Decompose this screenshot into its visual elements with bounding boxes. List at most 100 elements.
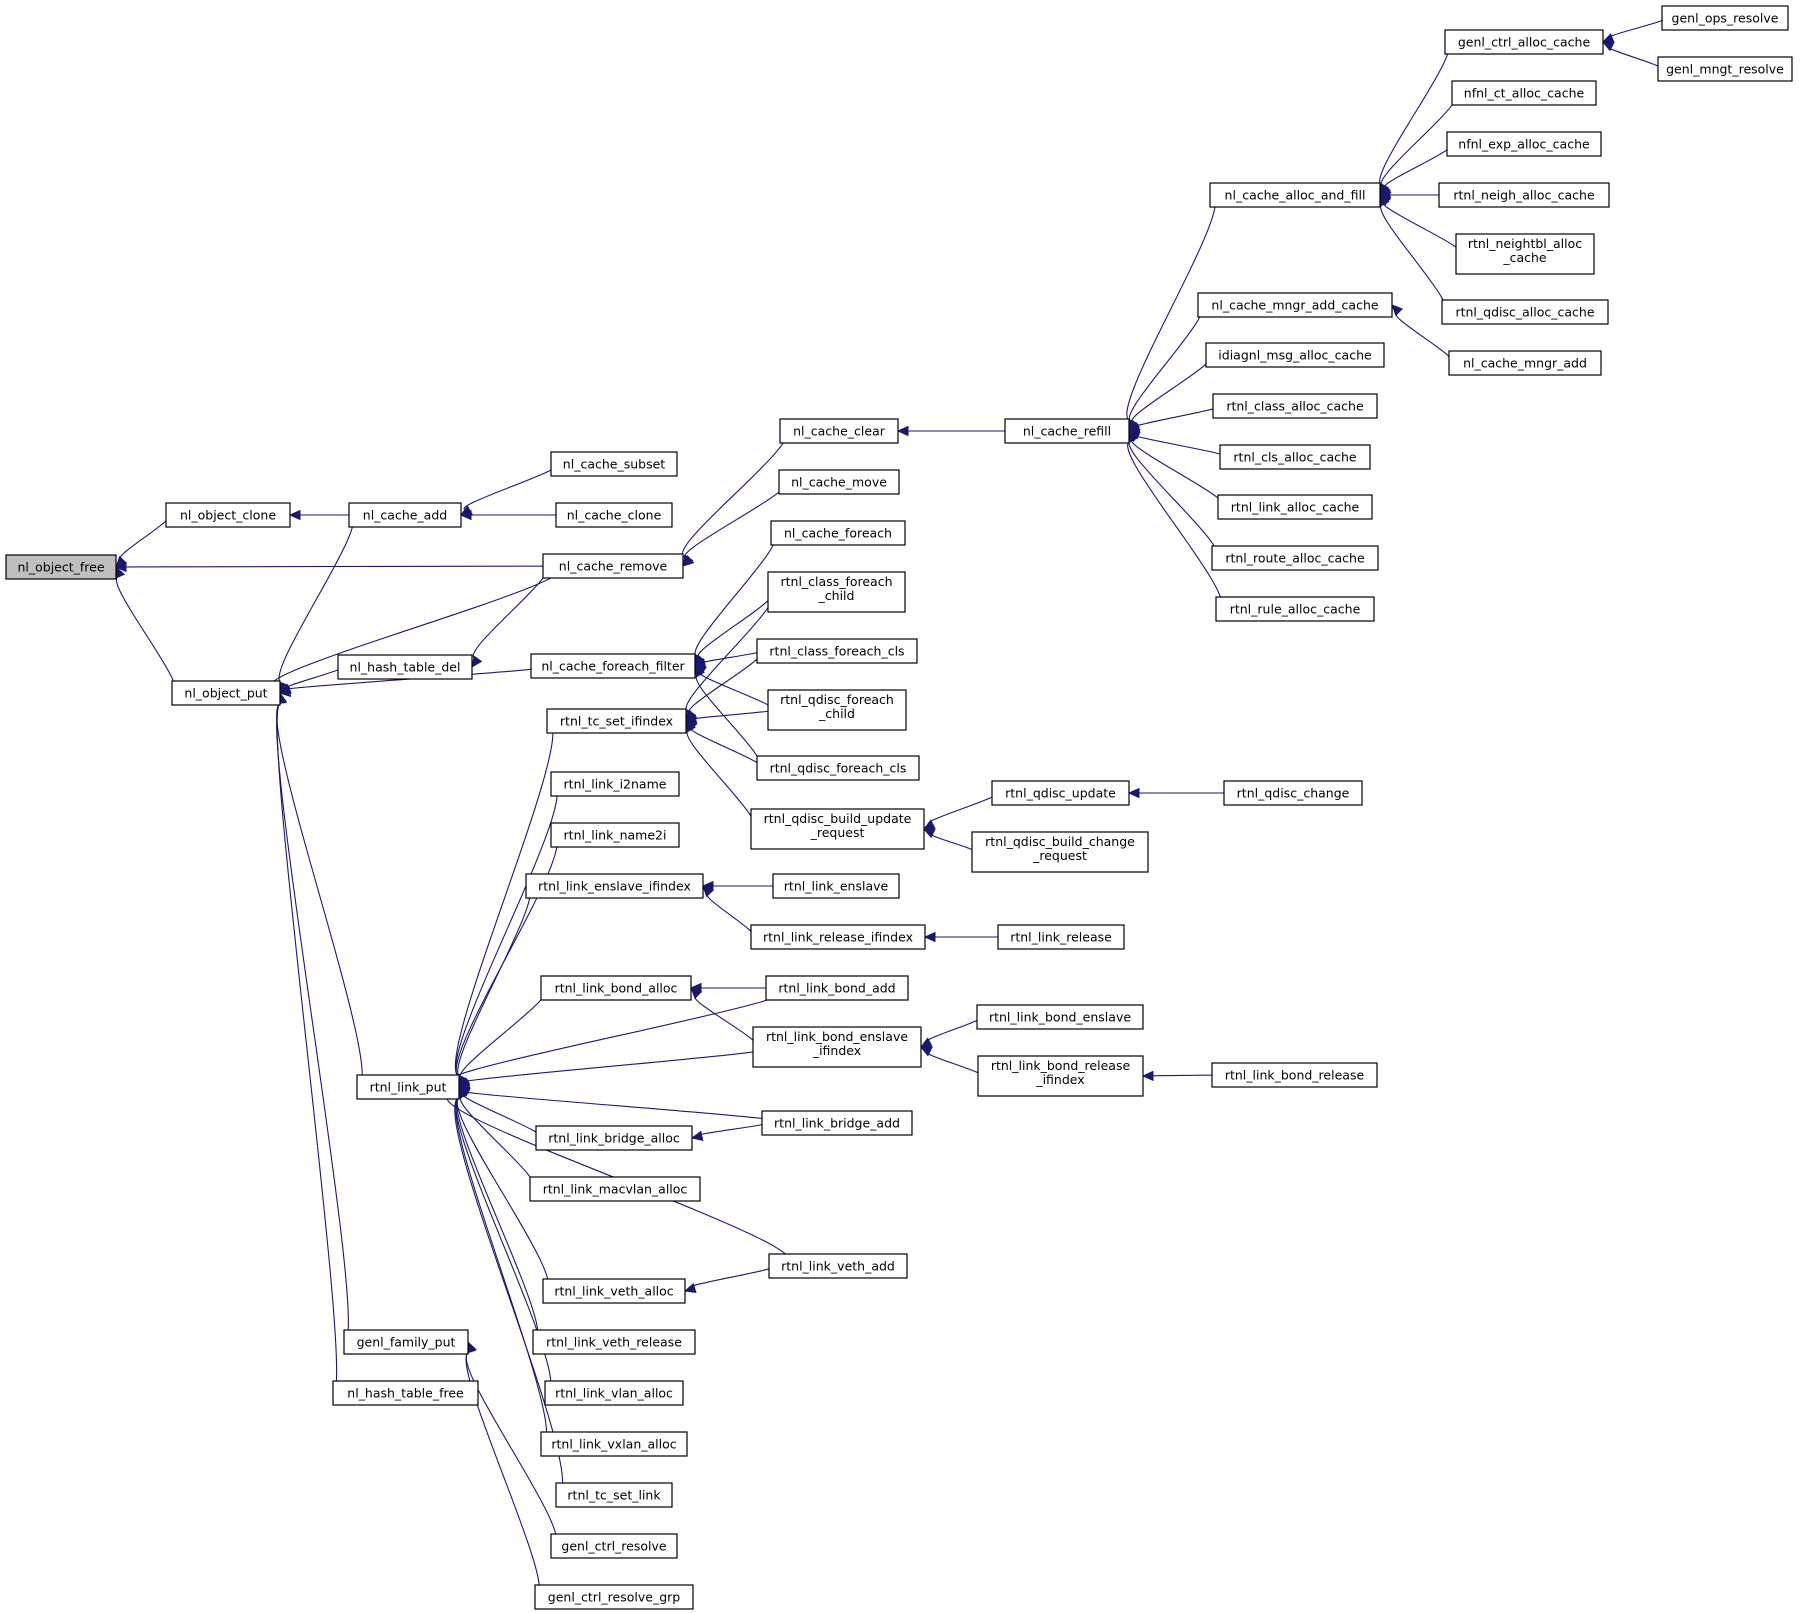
- node-rtnl-rule-alloc-cache[interactable]: rtnl_rule_alloc_cache: [1215, 596, 1375, 622]
- node-rtnl-class-alloc-cache[interactable]: rtnl_class_alloc_cache: [1212, 393, 1378, 419]
- node-label: rtnl_link_release_ifindex: [763, 930, 913, 945]
- node-rtnl-route-alloc-cache[interactable]: rtnl_route_alloc_cache: [1211, 545, 1379, 571]
- node-rtnl-tc-set-link[interactable]: rtnl_tc_set_link: [555, 1482, 673, 1508]
- node-rtnl-class-foreach-cls[interactable]: rtnl_class_foreach_cls: [756, 638, 918, 664]
- node-nl-cache-remove[interactable]: nl_cache_remove: [542, 553, 684, 579]
- edge-arrowhead: [919, 1046, 933, 1057]
- node-nl-cache-add[interactable]: nl_cache_add: [348, 502, 462, 528]
- node-rtnl-link-bridge-add[interactable]: rtnl_link_bridge_add: [761, 1110, 913, 1136]
- node-genl-ctrl-alloc-cache[interactable]: genl_ctrl_alloc_cache: [1444, 29, 1604, 55]
- node-rtnl-link-bond-alloc[interactable]: rtnl_link_bond_alloc: [540, 975, 692, 1001]
- node-rtnl-link-bridge-alloc[interactable]: rtnl_link_bridge_alloc: [535, 1125, 693, 1151]
- node-genl-ops-resolve[interactable]: genl_ops_resolve: [1661, 5, 1789, 31]
- node-rtnl-link-veth-alloc[interactable]: rtnl_link_veth_alloc: [542, 1278, 686, 1304]
- node-genl-ctrl-resolve-grp[interactable]: genl_ctrl_resolve_grp: [534, 1584, 694, 1610]
- node-label: rtnl_tc_set_ifindex: [560, 714, 673, 729]
- edge-rtnl_link_veth_add-to-rtnl_link_veth_alloc: [683, 1265, 775, 1294]
- node-rtnl-qdisc-foreach-child[interactable]: rtnl_qdisc_foreach_child: [767, 689, 907, 731]
- node-nl-object-put[interactable]: nl_object_put: [171, 680, 281, 706]
- node-nl-hash-table-del[interactable]: nl_hash_table_del: [337, 654, 473, 680]
- edge-rtnl_qdisc_build_change_request-to-rtnl_qdisc_build_update_request: [922, 828, 976, 853]
- node-layer: nl_object_free nl_object_clone nl_object_p…: [5, 5, 1793, 1610]
- node-rtnl-cls-alloc-cache[interactable]: rtnl_cls_alloc_cache: [1219, 444, 1371, 470]
- node-rtnl-link-put[interactable]: rtnl_link_put: [356, 1074, 460, 1100]
- node-label: genl_ctrl_alloc_cache: [1458, 35, 1591, 50]
- edge-genl_ctrl_alloc_cache-to-nl_cache_alloc_and_fill: [1379, 41, 1450, 197]
- node-rtnl-link-alloc-cache[interactable]: rtnl_link_alloc_cache: [1217, 494, 1373, 520]
- node-rtnl-class-foreach-child[interactable]: rtnl_class_foreach_child: [767, 571, 906, 613]
- node-nfnl-ct-alloc-cache[interactable]: nfnl_ct_alloc_cache: [1451, 80, 1597, 106]
- node-label: nl_cache_mngr_add: [1463, 356, 1587, 371]
- node-idiagnl-msg-alloc-cache[interactable]: idiagnl_msg_alloc_cache: [1205, 342, 1385, 368]
- edge-rtnl_link_veth_release-to-rtnl_link_put: [456, 1085, 539, 1343]
- edge-nl_hash_table_free-to-nl_object_put: [275, 691, 338, 1394]
- node-label: rtnl_link_bond_alloc: [555, 981, 678, 996]
- node-label: nl_cache_add: [363, 508, 447, 523]
- edge-genl_family_put-to-nl_object_put: [275, 691, 349, 1343]
- node-nl-object-free[interactable]: nl_object_free: [5, 554, 117, 580]
- edge-rtnl_link_bridge_add-to-rtnl_link_put: [448, 1083, 783, 1124]
- node-rtnl-qdisc-foreach-cls[interactable]: rtnl_qdisc_foreach_cls: [756, 755, 920, 781]
- edge-arrowhead: [459, 509, 472, 521]
- node-nl-cache-clone[interactable]: nl_cache_clone: [555, 502, 673, 528]
- node-rtnl-link-macvlan-alloc[interactable]: rtnl_link_macvlan_alloc: [529, 1176, 701, 1202]
- node-rtnl-link-veth-add[interactable]: rtnl_link_veth_add: [768, 1253, 908, 1279]
- node-rtnl-link-bond-enslave[interactable]: rtnl_link_bond_enslave: [976, 1004, 1144, 1030]
- node-rtnl-link-release[interactable]: rtnl_link_release: [997, 924, 1125, 950]
- edge-arrowhead: [690, 987, 703, 1000]
- node-rtnl-link-name2i[interactable]: rtnl_link_name2i: [550, 822, 680, 848]
- edge-arrowhead: [685, 719, 696, 733]
- node-label: rtnl_link_put: [370, 1080, 447, 1095]
- node-rtnl-qdisc-update[interactable]: rtnl_qdisc_update: [991, 780, 1130, 806]
- node-nl-cache-mngr-add-cache[interactable]: nl_cache_mngr_add_cache: [1197, 292, 1393, 318]
- edge-rtnl_link_enslave_ifindex-to-rtnl_link_put: [457, 885, 531, 1089]
- node-label: rtnl_tc_set_link: [567, 1488, 661, 1503]
- node-nl-object-clone[interactable]: nl_object_clone: [165, 502, 291, 528]
- node-genl-family-put[interactable]: genl_family_put: [343, 1329, 469, 1355]
- node-nl-cache-foreach[interactable]: nl_cache_foreach: [770, 520, 906, 546]
- edge-rtnl_qdisc_build_update_request-to-rtnl_tc_set_ifindex: [685, 719, 756, 830]
- node-label: rtnl_qdisc_build_update_request: [764, 811, 912, 840]
- node-nl-cache-subset[interactable]: nl_cache_subset: [550, 451, 678, 477]
- node-rtnl-link-bond-release-ifindex[interactable]: rtnl_link_bond_release_ifindex: [977, 1055, 1144, 1097]
- node-nl-cache-refill[interactable]: nl_cache_refill: [1004, 418, 1130, 444]
- node-rtnl-link-bond-release[interactable]: rtnl_link_bond_release: [1211, 1062, 1378, 1088]
- node-rtnl-neigh-alloc-cache[interactable]: rtnl_neigh_alloc_cache: [1438, 182, 1610, 208]
- node-rtnl-qdisc-change[interactable]: rtnl_qdisc_change: [1223, 780, 1363, 806]
- node-label: rtnl_neightbl_alloc_cache: [1468, 236, 1582, 265]
- node-rtnl-qdisc-build-update-request[interactable]: rtnl_qdisc_build_update_request: [750, 808, 925, 850]
- node-nl-cache-move[interactable]: nl_cache_move: [778, 469, 900, 495]
- node-rtnl-link-i2name[interactable]: rtnl_link_i2name: [550, 771, 680, 797]
- node-rtnl-tc-set-ifindex[interactable]: rtnl_tc_set_ifindex: [546, 708, 687, 734]
- node-rtnl-qdisc-alloc-cache[interactable]: rtnl_qdisc_alloc_cache: [1441, 299, 1609, 325]
- edge-rtnl_qdisc_foreach_child-to-nl_cache_foreach_filter: [693, 665, 773, 711]
- node-rtnl-link-veth-release[interactable]: rtnl_link_veth_release: [532, 1329, 696, 1355]
- node-nl-cache-mngr-add[interactable]: nl_cache_mngr_add: [1448, 350, 1602, 376]
- node-label: nl_hash_table_del: [350, 660, 461, 675]
- edge-genl_mngt_resolve-to-genl_ctrl_alloc_cache: [1601, 41, 1662, 70]
- edge-nl_cache_remove-to-nl_hash_table_del: [471, 565, 548, 668]
- node-rtnl-link-bond-enslave-ifindex[interactable]: rtnl_link_bond_enslave_ifindex: [752, 1026, 922, 1068]
- node-label: genl_mngt_resolve: [1666, 62, 1784, 77]
- node-rtnl-link-bond-add[interactable]: rtnl_link_bond_add: [765, 975, 909, 1001]
- node-label: nl_hash_table_free: [347, 1386, 464, 1401]
- node-rtnl-link-vxlan-alloc[interactable]: rtnl_link_vxlan_alloc: [540, 1431, 688, 1457]
- node-genl-ctrl-resolve[interactable]: genl_ctrl_resolve: [550, 1533, 678, 1559]
- node-genl-mngt-resolve[interactable]: genl_mngt_resolve: [1657, 56, 1793, 82]
- node-nfnl-exp-alloc-cache[interactable]: nfnl_exp_alloc_cache: [1446, 131, 1602, 157]
- node-rtnl-link-enslave-ifindex[interactable]: rtnl_link_enslave_ifindex: [525, 873, 704, 899]
- edge-arrowhead: [114, 561, 127, 573]
- edge-arrowhead: [471, 655, 483, 668]
- node-nl-cache-alloc-and-fill[interactable]: nl_cache_alloc_and_fill: [1209, 182, 1381, 208]
- node-rtnl-link-release-ifindex[interactable]: rtnl_link_release_ifindex: [750, 924, 926, 950]
- node-rtnl-neightbl-alloc-cache[interactable]: rtnl_neightbl_alloc_cache: [1455, 233, 1595, 275]
- node-rtnl-qdisc-build-change-request[interactable]: rtnl_qdisc_build_change_request: [971, 831, 1149, 873]
- node-nl-cache-foreach-filter[interactable]: nl_cache_foreach_filter: [530, 653, 696, 679]
- node-rtnl-link-vlan-alloc[interactable]: rtnl_link_vlan_alloc: [544, 1380, 684, 1406]
- node-label: nl_cache_refill: [1023, 424, 1111, 439]
- node-nl-cache-clear[interactable]: nl_cache_clear: [779, 418, 899, 444]
- node-nl-hash-table-free[interactable]: nl_hash_table_free: [332, 1380, 479, 1406]
- node-label: rtnl_class_alloc_cache: [1226, 399, 1364, 414]
- node-rtnl-link-enslave[interactable]: rtnl_link_enslave: [772, 873, 900, 899]
